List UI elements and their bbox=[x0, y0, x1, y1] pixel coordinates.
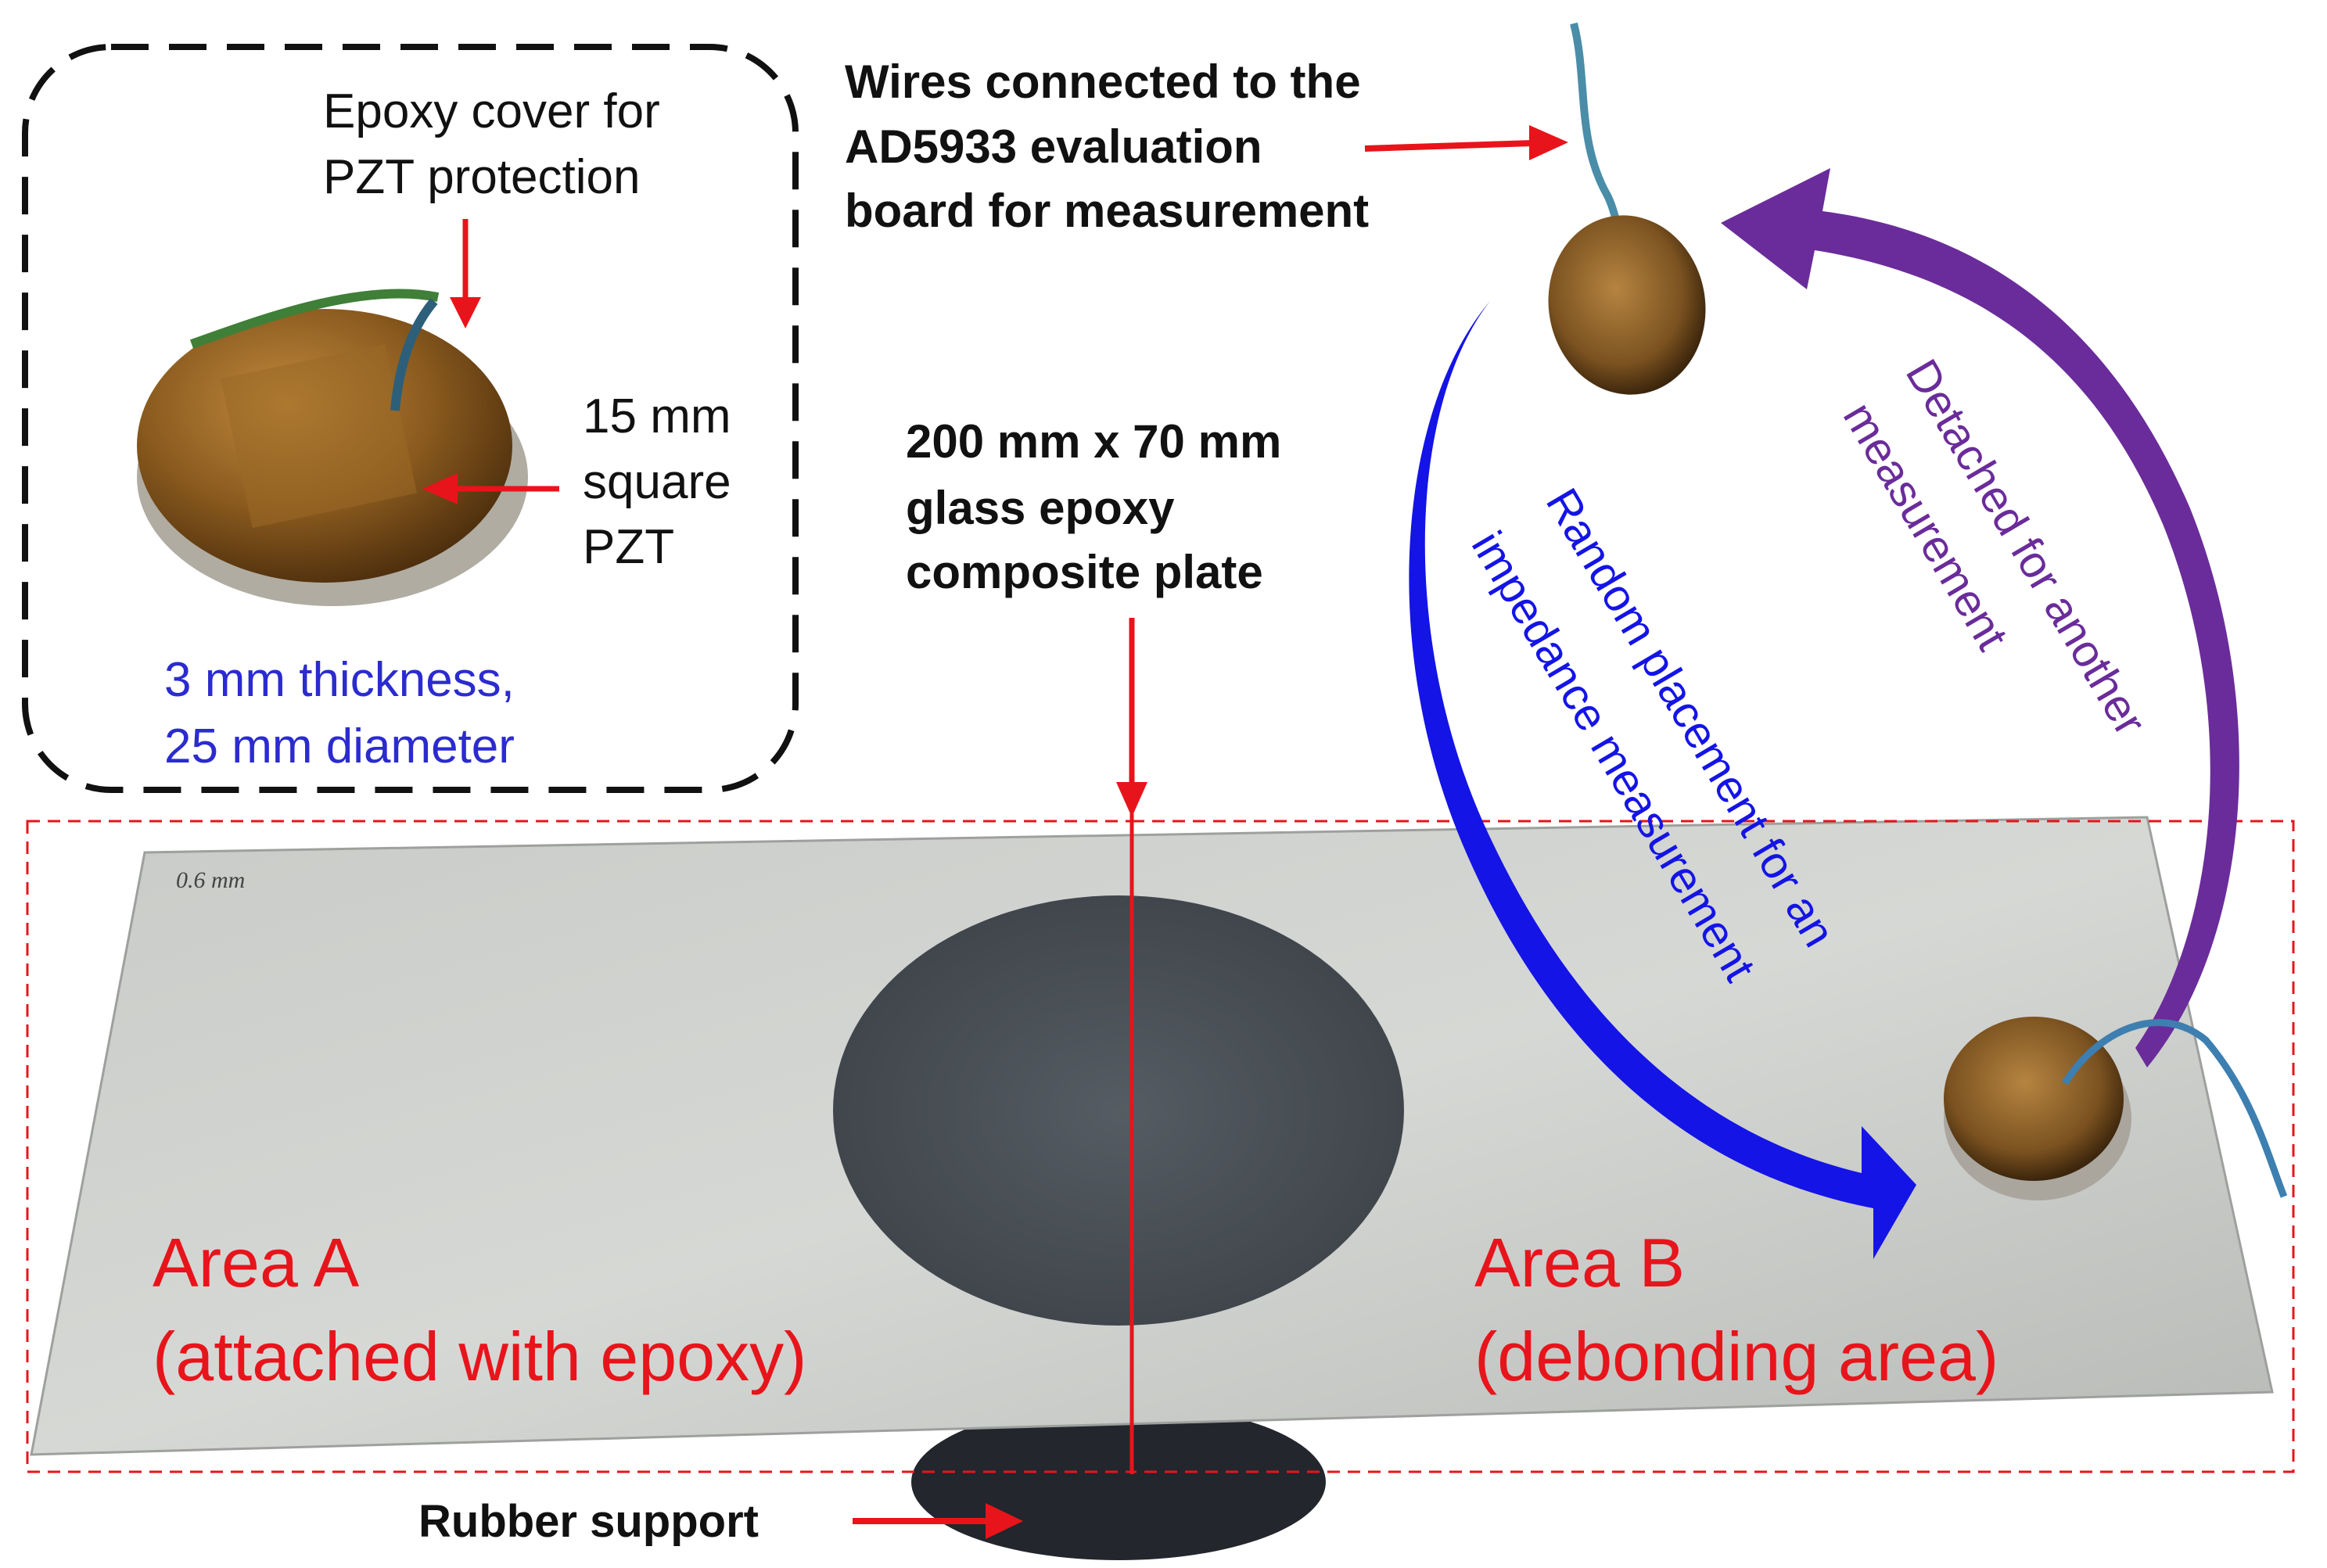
pzt-label-line1: 15 mm bbox=[583, 389, 731, 443]
wires-arrow-shaft bbox=[1364, 140, 1534, 152]
wires-label-line3: board for measurement bbox=[845, 185, 1369, 237]
area-b-title: Area B bbox=[1474, 1224, 1685, 1301]
area-a-subtitle: (attached with epoxy) bbox=[153, 1318, 806, 1395]
area-b-subtitle: (debonding area) bbox=[1474, 1318, 1998, 1395]
inset-square-pzt bbox=[221, 343, 418, 529]
wires-label-line2: AD5933 evaluation bbox=[845, 120, 1262, 173]
placement-arrow bbox=[1409, 301, 1916, 1259]
epoxy-circle bbox=[833, 895, 1404, 1326]
detached-arrow bbox=[1721, 168, 2239, 1067]
top-disc bbox=[1548, 215, 1706, 395]
pzt-arrow-head bbox=[422, 473, 458, 504]
rubber-support-label: Rubber support bbox=[418, 1496, 759, 1547]
plate-label-line2: glass epoxy bbox=[906, 482, 1175, 534]
plate-label-line1: 200 mm x 70 mm bbox=[906, 415, 1281, 468]
wires-label-line1: Wires connected to the bbox=[845, 56, 1361, 108]
plate-label-line3: composite plate bbox=[906, 546, 1263, 598]
rubber-support-arrow-head bbox=[986, 1503, 1023, 1539]
plate-handwriting: 0.6 mm bbox=[176, 867, 245, 893]
plate-arrow-head bbox=[1116, 782, 1147, 817]
placed-disc-top bbox=[1944, 1017, 2124, 1181]
pzt-label-line2: square bbox=[583, 455, 731, 509]
epoxy-cover-arrow-head bbox=[450, 297, 481, 328]
disc-dimensions-line1: 3 mm thickness, bbox=[164, 653, 515, 707]
epoxy-cover-label-line2: PZT protection bbox=[323, 150, 640, 204]
inset-wire-blue bbox=[390, 298, 438, 411]
inset-wire-green bbox=[190, 289, 440, 349]
placed-disc-wire bbox=[2062, 1019, 2288, 1198]
wires-arrow-head bbox=[1529, 125, 1568, 160]
inset-box bbox=[22, 44, 799, 793]
disc-dimensions-line2: 25 mm diameter bbox=[164, 719, 515, 773]
area-a-title: Area A bbox=[153, 1224, 359, 1301]
epoxy-cover-label-line1: Epoxy cover for bbox=[323, 84, 660, 138]
pzt-label-line3: PZT bbox=[583, 520, 674, 574]
